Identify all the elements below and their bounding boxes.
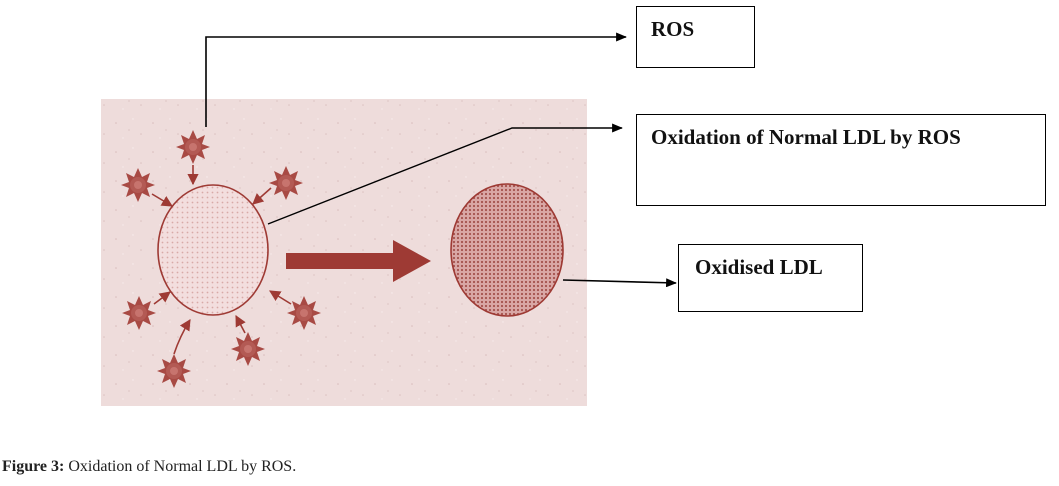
oxidation-label: Oxidation of Normal LDL by ROS [651, 125, 961, 149]
ros-particle-icon [157, 354, 191, 388]
ros-attack-arrow [153, 291, 171, 305]
ros-attack-arrow [151, 193, 173, 207]
oxidised-ldl-particle [450, 183, 564, 317]
caption-text: Oxidation of Normal LDL by ROS. [64, 458, 297, 475]
ros-particle-icon [231, 332, 265, 366]
ros-attack-arrow [269, 290, 292, 305]
oxidation-label-box: Oxidation of Normal LDL by ROS [636, 114, 1046, 206]
oxidised-ldl-label-box: Oxidised LDL [678, 244, 863, 312]
ros-particle-icon [121, 168, 155, 202]
oxidation-connector-line [267, 123, 623, 225]
ros-attack-arrow [235, 315, 246, 334]
ros-particle-icon [176, 130, 210, 164]
ros-particle-icon [269, 166, 303, 200]
ros-connector-line [205, 32, 627, 127]
transformation-arrow [286, 240, 431, 282]
figure-caption: Figure 3: Oxidation of Normal LDL by ROS… [2, 458, 296, 476]
normal-ldl-particle [157, 184, 269, 316]
ros-attack-arrow [173, 319, 191, 355]
ros-attack-arrow [252, 187, 272, 205]
caption-prefix: Figure 3: [2, 458, 65, 475]
ros-particle-icon [122, 296, 156, 330]
ros-particle-icon [287, 296, 321, 330]
oxidised-ldl-label: Oxidised LDL [695, 255, 823, 279]
ros-label: ROS [651, 17, 695, 41]
oxidised-ldl-connector-line [562, 278, 677, 288]
ros-label-box: ROS [636, 6, 755, 68]
